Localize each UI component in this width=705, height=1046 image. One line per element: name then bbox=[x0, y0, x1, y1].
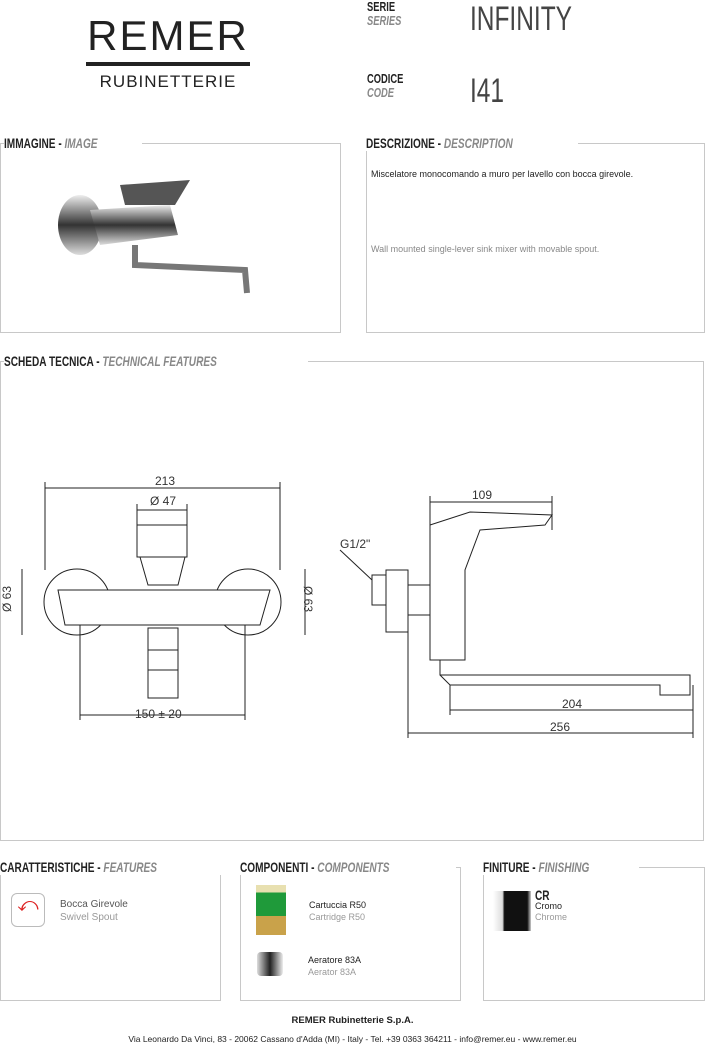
finishing-header: FINITURE - FINISHING bbox=[483, 859, 639, 875]
logo-brand: REMER bbox=[87, 12, 249, 59]
code-value: I41 bbox=[470, 72, 505, 110]
dim-total: 256 bbox=[550, 720, 571, 734]
dim-depth: 109 bbox=[472, 488, 493, 502]
features-header: CARATTERISTICHE - FEATURES bbox=[0, 859, 227, 875]
aerator-icon bbox=[257, 952, 283, 976]
chrome-swatch bbox=[493, 891, 531, 931]
code-label-it: CODICE bbox=[367, 71, 404, 86]
front-view bbox=[21, 482, 306, 720]
logo-rule bbox=[86, 62, 250, 66]
cartridge-icon bbox=[256, 885, 286, 935]
series-label-en: SERIES bbox=[367, 13, 402, 28]
description-header: DESCRIZIONE - DESCRIPTION bbox=[366, 135, 578, 151]
technical-drawing bbox=[21, 482, 694, 738]
description-en: Wall mounted single-lever sink mixer wit… bbox=[371, 244, 600, 254]
image-box bbox=[0, 143, 341, 333]
logo: REMER RUBINETTERIE bbox=[86, 14, 250, 92]
dim-left-dia: Ø 63 bbox=[0, 585, 15, 613]
footer-company: REMER Rubinetterie S.p.A. bbox=[291, 1015, 414, 1026]
swivel-spout-icon: ⤺ bbox=[11, 893, 45, 927]
side-view bbox=[339, 496, 694, 738]
logo-sub: RUBINETTERIE bbox=[99, 72, 237, 91]
description-it: Miscelatore monocomando a muro per lavel… bbox=[371, 169, 634, 179]
technical-box bbox=[0, 361, 704, 841]
dim-handle: Ø 47 bbox=[150, 494, 177, 508]
features-box bbox=[0, 867, 221, 1001]
series-label-it: SERIE bbox=[367, 0, 396, 14]
image-header: IMMAGINE - IMAGE bbox=[4, 135, 142, 151]
finishing-box bbox=[483, 867, 705, 1001]
dim-right-dia: Ø 63 bbox=[301, 585, 316, 613]
series-value: INFINITY bbox=[470, 0, 573, 38]
components-header: COMPONENTI - COMPONENTS bbox=[240, 859, 456, 875]
dim-spout: 204 bbox=[562, 697, 583, 711]
dim-centers: 150 ± 20 bbox=[135, 707, 182, 721]
code-label-en: CODE bbox=[367, 85, 395, 100]
dim-width: 213 bbox=[155, 474, 176, 488]
components-box bbox=[240, 867, 461, 1001]
dim-thread: G1/2" bbox=[340, 537, 371, 551]
footer-address: Via Leonardo Da Vinci, 83 - 20062 Cassan… bbox=[128, 1034, 577, 1044]
product-image bbox=[58, 180, 250, 294]
technical-header: SCHEDA TECNICA - TECHNICAL FEATURES bbox=[4, 353, 308, 369]
